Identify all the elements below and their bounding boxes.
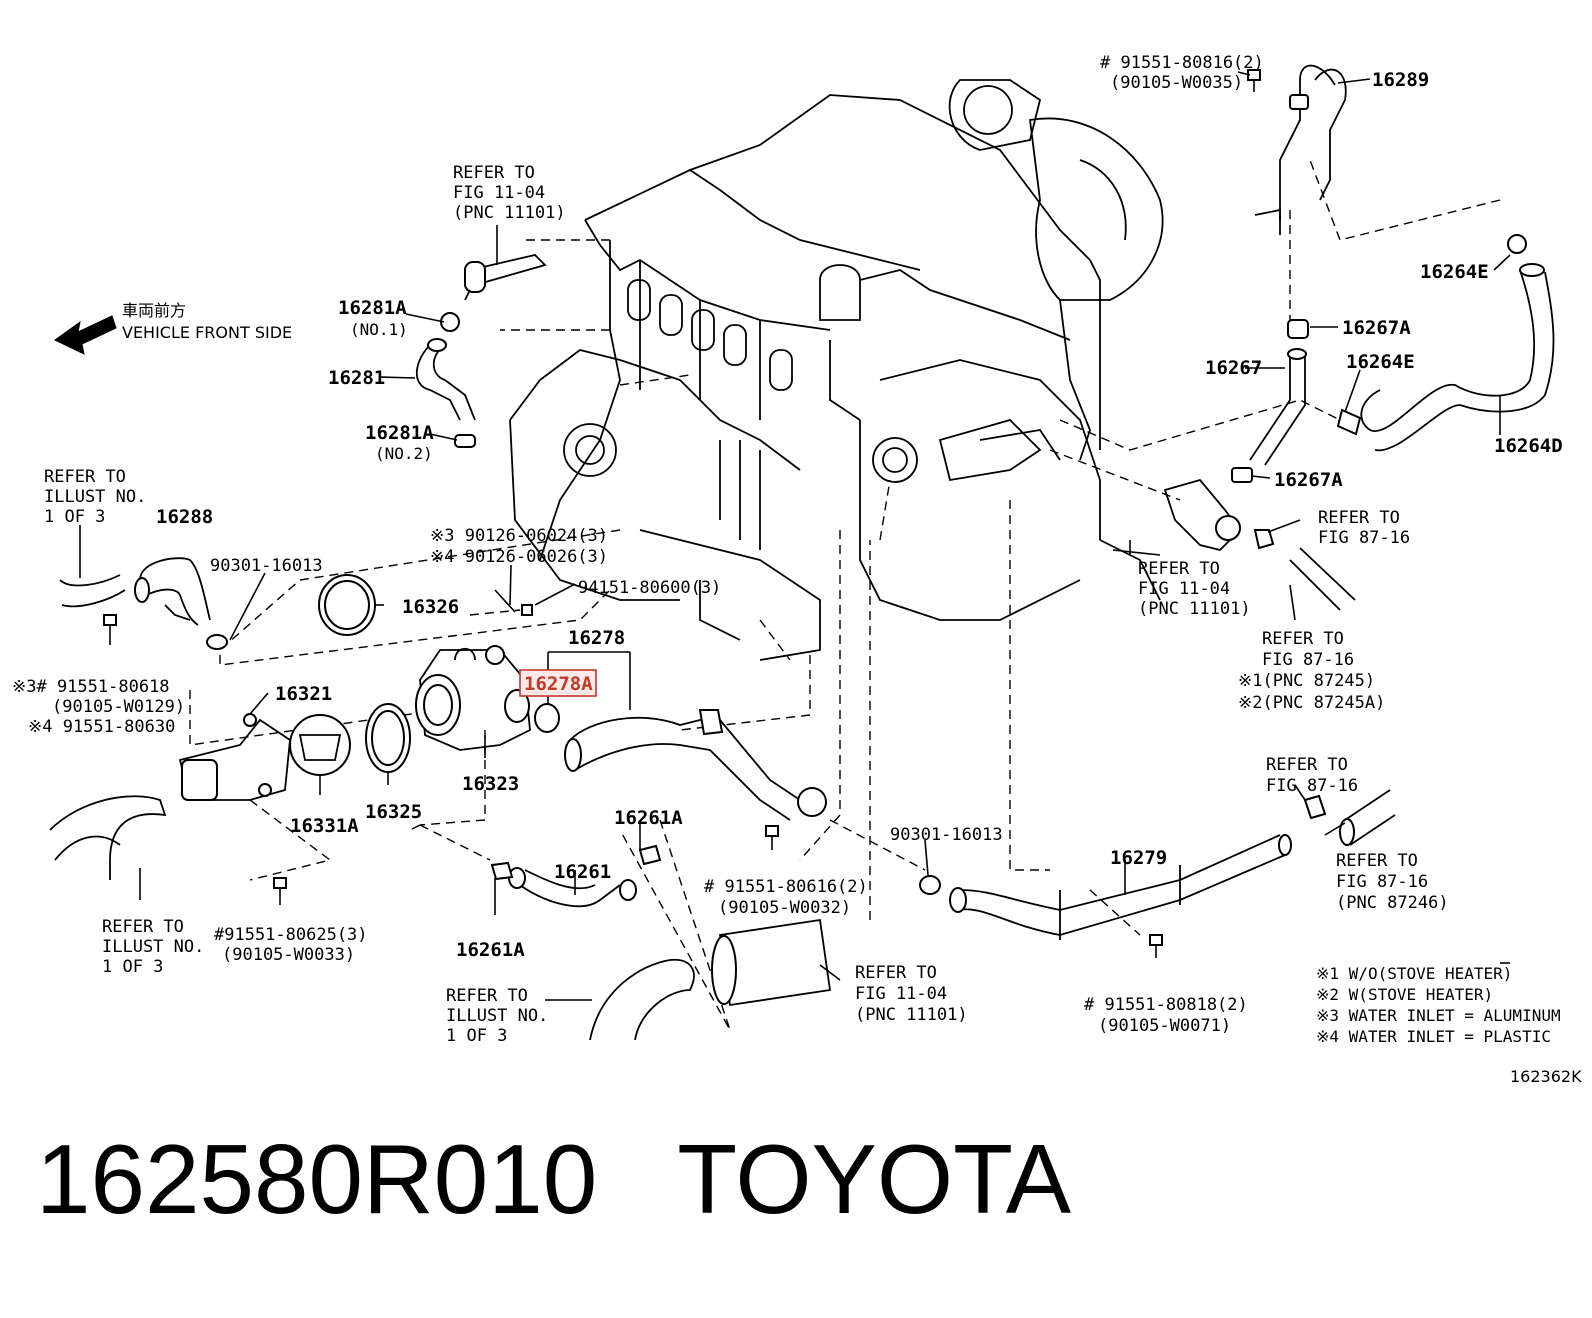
label-16323: 16323 [462, 773, 519, 795]
label-refer11c-line2: FIG 11-04 [855, 984, 947, 1004]
label-refer11c-line3: (PNC 11101) [855, 1005, 968, 1025]
label-bolt-br-2: (90105-W0071) [1098, 1016, 1231, 1036]
label-refer-1-line3: (PNC 11101) [453, 203, 566, 223]
label-refer87-line1: REFER TO [1318, 508, 1400, 528]
caption-part-number: 162580R010 [36, 1124, 598, 1234]
label-16281A-no2: 16281A [365, 422, 434, 444]
label-no2: (NO.2) [375, 444, 433, 463]
label-refer87d-line3: (PNC 87246) [1336, 893, 1449, 913]
label-16261A-top: 16261A [614, 807, 683, 829]
label-bolt-bl-1: #91551-80625(3) [214, 925, 368, 945]
label-bolt-bl-2: (90105-W0033) [222, 945, 355, 965]
label-16289: 16289 [1372, 69, 1429, 91]
label-refer-illust-b-line1: REFER TO [102, 917, 184, 937]
label-16264E-mid: 16264E [1346, 351, 1415, 373]
label-16261: 16261 [554, 861, 611, 883]
legend-note-1: ※1 W/O(STOVE HEATER) [1316, 964, 1512, 983]
caption: 162580R010 TOYOTA [36, 1130, 1071, 1228]
label-16278: 16278 [568, 627, 625, 649]
label-refer87b-line4: ※2(PNC 87245A) [1238, 693, 1385, 713]
label-front-jp: 車両前方 [122, 301, 186, 320]
legend-note-3: ※3 WATER INLET = ALUMINUM [1316, 1006, 1561, 1025]
label-16267A-mid: 16267A [1274, 469, 1343, 491]
label-no1: (NO.1) [350, 320, 408, 339]
caption-brand: TOYOTA [677, 1124, 1072, 1234]
label-16264E-top: 16264E [1420, 261, 1489, 283]
label-refer87c-line2: FIG 87-16 [1266, 776, 1358, 796]
label-refer87b-line1: REFER TO [1262, 629, 1344, 649]
label-refer-1-line1: REFER TO [453, 163, 535, 183]
label-16281: 16281 [328, 367, 385, 389]
label-16278A[interactable]: 16278A [524, 673, 593, 695]
label-refer-illust-line2: ILLUST NO. [44, 487, 146, 507]
label-refer-illust-c-line1: REFER TO [446, 986, 528, 1006]
label-bolt-left-2: (90105-W0129) [52, 697, 185, 717]
label-16281A-no1: 16281A [338, 297, 407, 319]
label-refer87-line2: FIG 87-16 [1318, 528, 1410, 548]
label-leaders [79, 71, 1511, 1001]
label-refer87c-line1: REFER TO [1266, 755, 1348, 775]
label-refer11b-line2: FIG 11-04 [1138, 579, 1230, 599]
label-refer-illust-line3: 1 OF 3 [44, 507, 105, 527]
label-refer87b-line2: FIG 87-16 [1262, 650, 1354, 670]
label-refer-illust-c-line3: 1 OF 3 [446, 1026, 507, 1046]
label-16326: 16326 [402, 596, 459, 618]
label-bolt-mid-1: # 91551-80616(2) [704, 877, 868, 897]
legend-note-2: ※2 W(STOVE HEATER) [1316, 985, 1493, 1004]
label-bolt-left-1: ※3# 91551-80618 [12, 677, 170, 697]
label-16325: 16325 [365, 801, 422, 823]
label-16264D: 16264D [1494, 435, 1563, 457]
label-bolt-mid-2: (90105-W0032) [718, 898, 851, 918]
label-16321: 16321 [275, 683, 332, 705]
label-refer-illust-b-line3: 1 OF 3 [102, 957, 163, 977]
label-16279: 16279 [1110, 847, 1167, 869]
label-refer87b-line3: ※1(PNC 87245) [1238, 671, 1375, 691]
label-refer-illust-b-line2: ILLUST NO. [102, 937, 204, 957]
label-16267: 16267 [1205, 357, 1262, 379]
label-16267A-top: 16267A [1342, 317, 1411, 339]
label-front-en: VEHICLE FRONT SIDE [122, 323, 292, 342]
label-94151: 94151-80600(3) [578, 578, 721, 598]
label-refer11c-line1: REFER TO [855, 963, 937, 983]
label-90301-a: 90301-16013 [210, 556, 323, 576]
label-16261A-bot: 16261A [456, 939, 525, 961]
label-refer-illust-c-line2: ILLUST NO. [446, 1006, 548, 1026]
engine-block [509, 79, 1164, 661]
label-refer11b-line1: REFER TO [1138, 559, 1220, 579]
figure-id: 162362K [1510, 1067, 1582, 1086]
label-16331A: 16331A [290, 815, 359, 837]
assembly-leaders [189, 159, 1501, 1031]
label-90301-b: 90301-16013 [890, 825, 1003, 845]
label-bolt-x4: ※4 90126-06026(3) [430, 547, 608, 567]
hoses-and-pipes [49, 64, 1555, 1041]
label-bolt-br-1: # 91551-80818(2) [1084, 995, 1248, 1015]
label-refer87d-line1: REFER TO [1336, 851, 1418, 871]
label-refer-illust-line1: REFER TO [44, 467, 126, 487]
label-bolt-left-3: ※4 91551-80630 [28, 717, 175, 737]
legend-note-4: ※4 WATER INLET = PLASTIC [1316, 1027, 1551, 1046]
diagram-labels: 16289 # 91551-80816(2) (90105-W0035) REF… [12, 53, 1582, 1086]
label-bolt-top-1: # 91551-80816(2) [1100, 53, 1264, 73]
label-refer87d-line2: FIG 87-16 [1336, 872, 1428, 892]
highlight-box-16278A [519, 669, 597, 697]
label-refer-1-line2: FIG 11-04 [453, 183, 545, 203]
label-bolt-x3: ※3 90126-06024(3) [430, 526, 608, 546]
label-16288: 16288 [156, 506, 213, 528]
label-refer11b-line3: (PNC 11101) [1138, 599, 1251, 619]
label-bolt-top-2: (90105-W0035) [1110, 73, 1243, 93]
